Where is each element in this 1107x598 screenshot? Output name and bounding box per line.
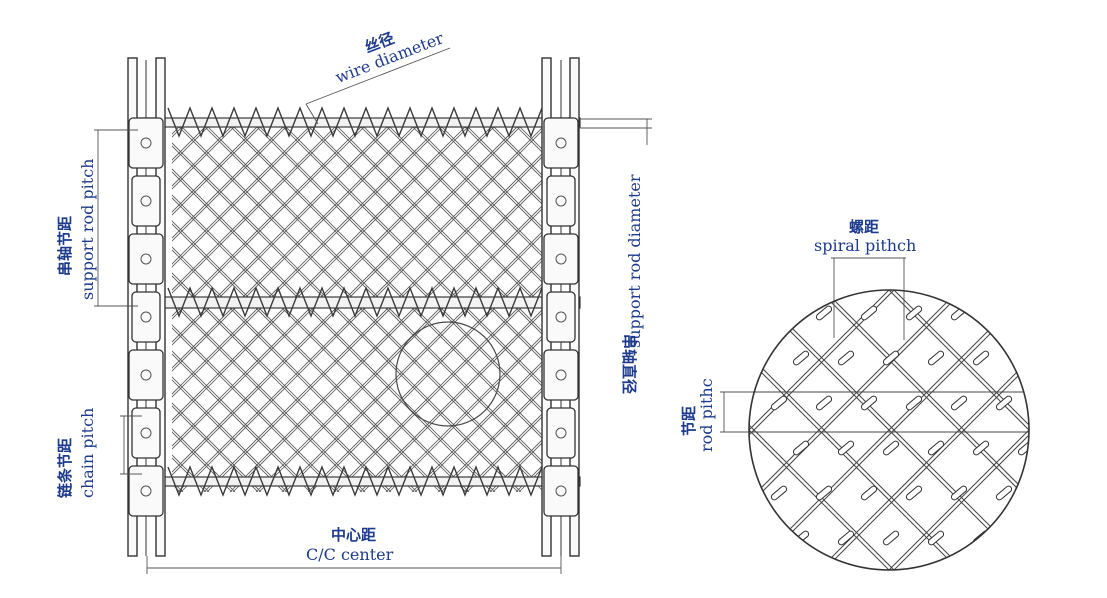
- center-en: C/C center: [306, 545, 394, 564]
- support-rod-pitch-en: support rod pitch: [78, 159, 97, 300]
- left-chain: [127, 57, 166, 557]
- dimension-lines: [94, 47, 906, 574]
- chain-pitch-cn: 链条节距: [56, 438, 74, 498]
- right-chain: [541, 57, 580, 557]
- center-cn: 中心距: [331, 526, 376, 544]
- chain-pitch-en: chain pitch: [78, 408, 97, 498]
- main-belt-drawing: [127, 57, 581, 557]
- support-rod-diameter-en: support rod diameter: [625, 174, 644, 348]
- support-rod-diameter-cn: 串轴直径: [620, 334, 638, 394]
- rod-pitch-en: rod pithc: [697, 378, 716, 452]
- spiral-zigzags: [167, 106, 543, 497]
- spiral-pitch-en: spiral pithch: [814, 236, 916, 255]
- detail-circle: [395, 321, 501, 427]
- spiral-pitch-cn: 螺距: [849, 218, 879, 236]
- support-rod-pitch-cn: 串轴节距: [56, 216, 74, 276]
- enlarged-detail: [748, 289, 1030, 571]
- rod-pitch-cn: 节距: [680, 406, 698, 436]
